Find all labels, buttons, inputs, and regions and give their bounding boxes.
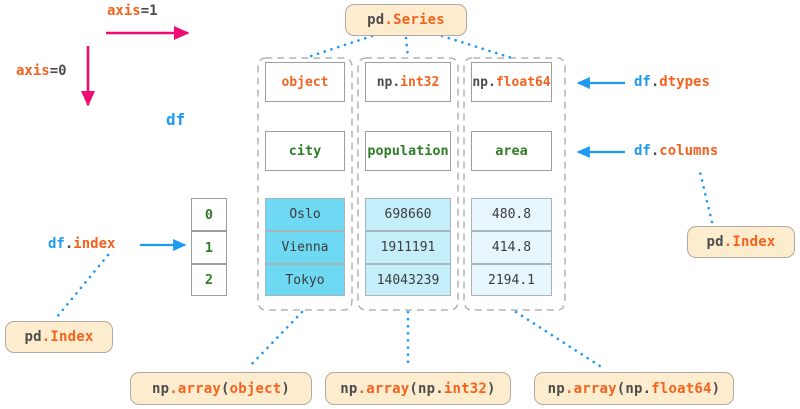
index-cell-0: 0 <box>191 198 227 231</box>
axis-0-label: axis=0 <box>16 63 67 79</box>
header-cell-population: population <box>365 131 451 171</box>
np-array-box-float64: np.array(np.float64) <box>534 372 734 405</box>
pd-index-box-left: pd.Index <box>5 321 113 353</box>
data-cell-city-2: Tokyo <box>265 264 345 296</box>
data-cell-population-1: 1911191 <box>365 231 451 264</box>
df-index-label: df.index <box>48 236 116 252</box>
header-cell-city: city <box>265 131 345 171</box>
np-array-box-int32: np.array(np.int32) <box>325 372 511 405</box>
data-cell-population-2: 14043239 <box>365 264 451 296</box>
index-connector-right <box>698 170 714 224</box>
array-connectors <box>246 310 605 370</box>
dtype-cell-area: np.float64 <box>471 62 552 102</box>
series-connectors <box>303 34 514 60</box>
np-array-box-object: np.array(object) <box>130 372 312 405</box>
df-label: df <box>166 110 186 129</box>
df-columns-label: df.columns <box>634 143 719 159</box>
pd-series-box: pd.Series <box>345 4 467 36</box>
index-connector-left <box>55 253 110 319</box>
data-cell-area-1: 414.8 <box>471 231 552 264</box>
df-dtypes-label: df.dtypes <box>634 74 710 90</box>
dtype-cell-population: np.int32 <box>365 62 451 102</box>
data-cell-area-0: 480.8 <box>471 198 552 231</box>
data-cell-city-1: Vienna <box>265 231 345 264</box>
data-cell-area-2: 2194.1 <box>471 264 552 296</box>
data-cell-city-0: Oslo <box>265 198 345 231</box>
data-cell-population-0: 698660 <box>365 198 451 231</box>
header-cell-area: area <box>471 131 552 171</box>
pd-index-box-right: pd.Index <box>687 226 795 258</box>
index-cell-2: 2 <box>191 264 227 296</box>
index-cell-1: 1 <box>191 231 227 264</box>
axis-1-label: axis=1 <box>107 3 158 19</box>
dtype-cell-city: object <box>265 62 345 102</box>
